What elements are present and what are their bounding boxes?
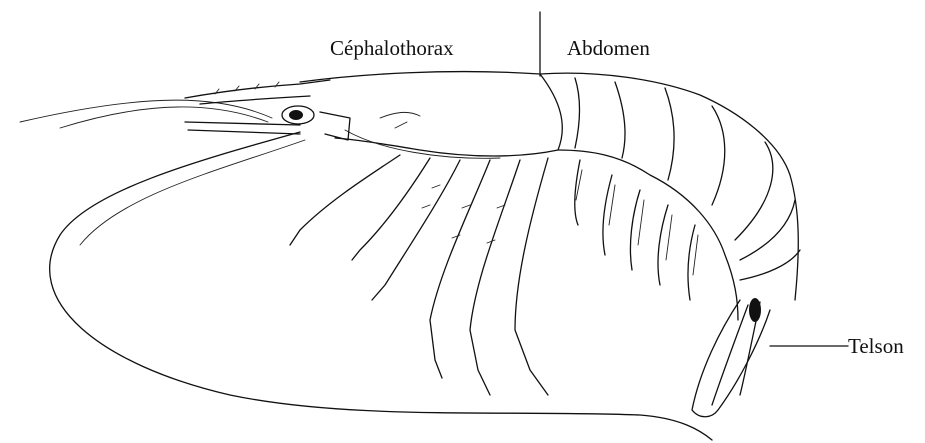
abdomen-segments bbox=[540, 73, 800, 320]
abdomen-label: Abdomen bbox=[567, 38, 650, 59]
antennae bbox=[20, 100, 712, 440]
tail-fan bbox=[692, 298, 770, 417]
rostrum bbox=[185, 80, 330, 104]
telson-label: Telson bbox=[848, 336, 904, 357]
cephalothorax-label: Céphalothorax bbox=[330, 38, 454, 59]
pereiopods bbox=[290, 155, 548, 395]
cephalothorax-carapace bbox=[300, 72, 562, 159]
pleopods bbox=[575, 160, 698, 300]
eye bbox=[185, 106, 350, 140]
